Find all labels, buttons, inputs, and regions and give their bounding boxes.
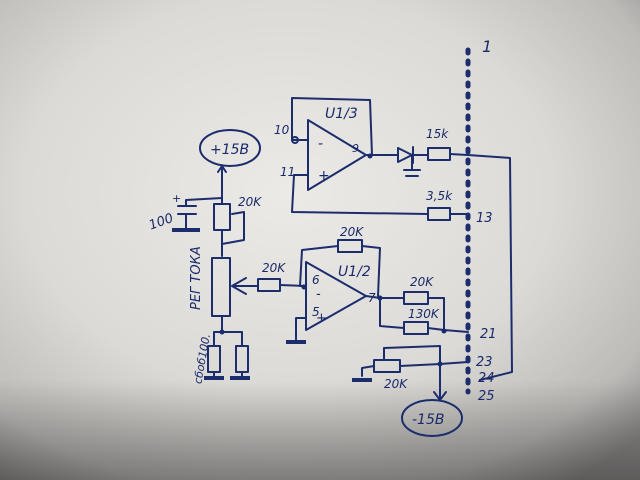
label-output-20k: 20K [410,275,434,289]
pin-label-13: 13 [476,211,493,226]
resistor-130k [379,297,447,335]
opamp-mid-plus: + [316,311,327,326]
opamp-top-minus: - [318,136,323,152]
opamp-mid-minus: - [316,287,321,302]
label-15k: 15k [426,127,449,141]
pot-top-20k [213,197,245,257]
resistor-output-20k [379,291,469,333]
opamp-top-ref: U1/3 [325,106,358,122]
label-130k: 130K [408,307,440,321]
pin-label-1: 1 [482,37,492,56]
opamp-mid-pin-inv: 6 [312,273,320,287]
opamp-top-plus: + [318,168,330,184]
pot-bottom-20k [352,345,469,401]
regulator-pot [204,257,259,380]
opamp-u1-2 [286,239,383,344]
resistor-3-5k [427,207,469,221]
opamp-mid-pin-out: 7 [368,291,376,305]
paper-shadow [0,380,640,480]
opamp-top-pin-out: 9 [352,142,359,155]
cap-plus: + [172,192,181,205]
capacitor-100 [172,181,223,232]
opamp-top-pin-inv: 10 [274,123,290,137]
pin-label-21: 21 [480,327,497,342]
label-3-5k: 3,5k [426,189,453,203]
label-pot-top: 20K [238,195,262,209]
resistor-15k [427,147,513,381]
label-pot-bottom: 20K [384,377,408,391]
supply-negative [401,399,463,437]
supply-positive-label: +15B [210,142,249,158]
supply-positive [199,129,261,183]
diode [397,146,429,177]
pin-label-25: 25 [478,389,495,404]
opamp-u1-3 [291,97,429,215]
label-input-20k: 20K [262,261,286,275]
opamp-mid-ref: U1/2 [338,264,371,280]
supply-negative-label: -15B [412,412,444,428]
regulator-label: РЕГ ТОКА [189,246,204,310]
label-mid-feedback: 20K [340,225,364,239]
pin-label-23: 23 [476,355,493,370]
opamp-top-pin-noninv: 11 [280,165,295,179]
opamp-mid-pin-noninv: 5 [312,305,320,319]
